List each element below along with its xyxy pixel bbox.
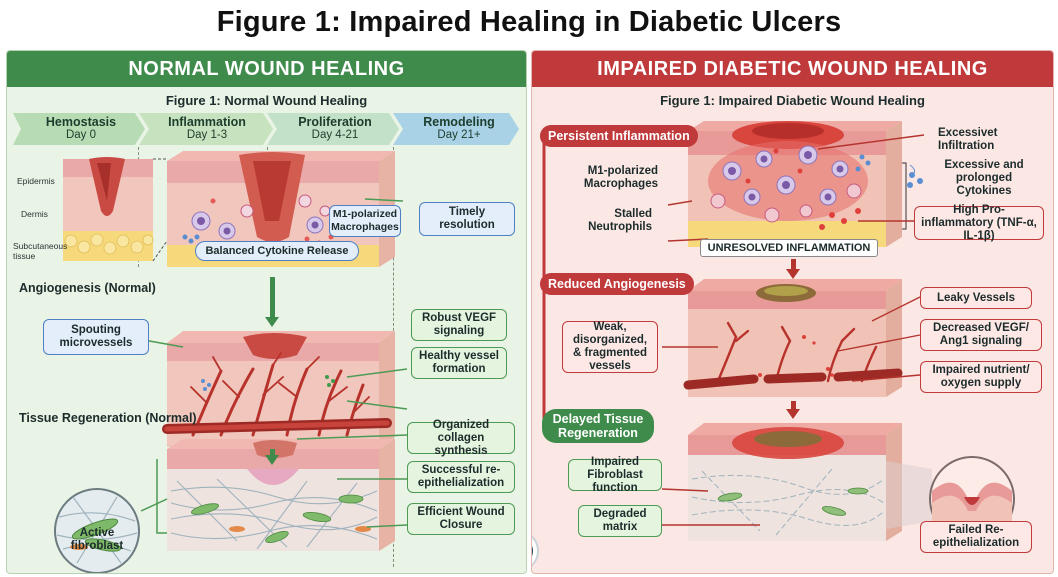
delayed-regeneration-block	[688, 423, 902, 541]
compass-icon	[532, 535, 539, 567]
diabetic-healing-subtitle: Figure 1: Impaired Diabetic Wound Healin…	[660, 93, 925, 108]
weak-vessels-label: Weak, disorganized, & fragmented vessels	[562, 321, 658, 373]
active-fibroblast-label: Active fibroblast	[70, 527, 124, 552]
impaired-supply-label: Impaired nutrient/ oxygen supply	[920, 361, 1042, 393]
stalled-neutrophils-label: Stalled Neutrophils	[588, 208, 652, 233]
unresolved-inflammation-label: UNRESOLVED INFLAMMATION	[700, 239, 878, 257]
layer-subcutaneous: Subcutaneous tissue	[13, 241, 68, 261]
angiogenesis-skin-block	[162, 331, 395, 447]
leaky-vessels-label: Leaky Vessels	[920, 287, 1032, 309]
diabetic-healing-panel: IMPAIRED DIABETIC WOUND HEALING Figure 1…	[531, 50, 1054, 574]
flow-arrows	[265, 277, 279, 465]
persistent-inflammation-tag: Persistent Inflammation	[540, 125, 698, 147]
timely-resolution-label: Timely resolution	[419, 202, 515, 236]
normal-healing-subtitle: Figure 1: Normal Wound Healing	[165, 93, 368, 108]
m1-macrophages-diabetic-label: M1-polarized Macrophages	[583, 165, 658, 190]
fibroblast-magnified-view	[54, 488, 168, 573]
cytokine-molecule-icon	[907, 164, 923, 188]
layer-epidermis: Epidermis	[17, 176, 55, 186]
sprouting-microvessels-label: Spouting microvessels	[43, 319, 149, 355]
degraded-matrix-label: Degraded matrix	[578, 505, 662, 537]
balanced-cytokine-label: Balanced Cytokine Release	[195, 241, 359, 261]
diabetic-callout-lines	[661, 134, 925, 526]
diabetic-healing-header: IMPAIRED DIABETIC WOUND HEALING	[532, 51, 1053, 87]
failed-reepithelialization-label: Failed Re-epithelialization	[920, 521, 1032, 553]
main-title: Figure 1: Impaired Healing in Diabetic U…	[216, 6, 842, 38]
prolonged-cytokines-label: Excessive and prolonged Cytokines	[944, 159, 1024, 197]
layer-dermis: Dermis	[21, 209, 48, 219]
regeneration-section-title: Tissue Regeneration (Normal)	[19, 411, 197, 425]
organized-collagen-label: Organized collagen synthesis	[407, 419, 515, 457]
healthy-vessel-label: Healthy vessel formation	[411, 347, 507, 379]
decreased-vegf-label: Decreased VEGF/ Ang1 signaling	[920, 319, 1042, 351]
persistent-inflammation-block	[688, 121, 902, 247]
diabetic-flow-arrows	[786, 259, 800, 419]
skin-cross-section	[63, 157, 168, 262]
efficient-closure-label: Efficient Wound Closure	[407, 503, 515, 535]
impaired-fibroblast-label: Impaired Fibroblast function	[568, 456, 662, 494]
excessive-infiltration-label: Excessivet Infiltration	[938, 127, 998, 152]
robust-vegf-label: Robust VEGF signaling	[411, 309, 507, 341]
regeneration-skin-block	[167, 439, 395, 551]
normal-healing-header: NORMAL WOUND HEALING	[7, 51, 526, 87]
normal-skin-illustrations	[54, 151, 408, 573]
failed-reepithelialization-view	[886, 456, 1015, 542]
diabetic-skin-illustrations	[532, 121, 1015, 567]
reduced-angiogenesis-tag: Reduced Angiogenesis	[540, 273, 694, 295]
phase-chevron-graphic	[13, 113, 519, 145]
normal-healing-panel: NORMAL WOUND HEALING Figure 1: Normal Wo…	[6, 50, 527, 574]
successful-reepithelialization-label: Successful re-epithelialization	[407, 461, 515, 493]
m1-macrophages-label: M1-polarized Macrophages	[329, 205, 401, 237]
callout-lines	[126, 198, 408, 534]
delayed-regeneration-tag: Delayed Tissue Regeneration	[542, 409, 654, 443]
angiogenesis-section-title: Angiogenesis (Normal)	[19, 281, 156, 295]
pro-inflammatory-label: High Pro-inflammatory (TNF-α, IL-1β)	[914, 204, 1044, 242]
